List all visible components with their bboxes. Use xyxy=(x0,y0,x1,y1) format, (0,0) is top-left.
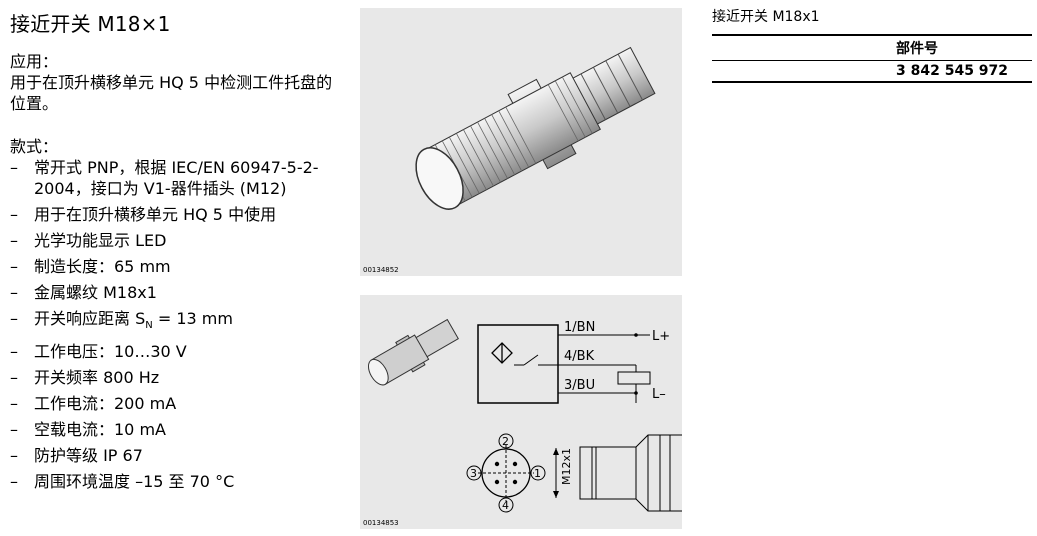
diamond-icon xyxy=(491,342,513,364)
sensor-symbol-box xyxy=(477,324,559,404)
pin-4-label: 4 xyxy=(502,499,509,512)
wiring-diagram-svg: 1/BN 4/BK 3/BU L+ L– 2 3 1 4 M12x1 0 xyxy=(363,318,682,527)
thread-label: M12x1 xyxy=(560,448,573,485)
table-row: 3 842 545 972 xyxy=(712,60,1032,83)
list-item: –开关频率 800 Hz xyxy=(10,368,160,388)
pin-3-label: 3 xyxy=(470,467,477,480)
list-item: –空载电流：10 mA xyxy=(10,420,166,440)
table-header: 部件号 xyxy=(712,34,1032,61)
list-item: –工作电压：10…30 V xyxy=(10,342,187,362)
list-item: –制造长度：65 mm xyxy=(10,257,171,276)
order-info: 接近开关 M18x1 部件号 3 842 545 972 xyxy=(712,6,1032,83)
list-item: –金属螺纹 M18x1 xyxy=(10,283,157,302)
small-sensor-icon xyxy=(367,318,459,386)
wire-1-label: 1/BN xyxy=(564,320,595,335)
list-item: –常开式 PNP，根据 IEC/EN 60947-5-2-2004，接口为 V1… xyxy=(10,158,319,198)
list-item: –工作电流：200 mA xyxy=(10,394,177,414)
part-number-table: 部件号 3 842 545 972 xyxy=(712,34,1032,83)
application-heading: 应用： xyxy=(10,52,59,71)
list-item: –光学功能显示 LED xyxy=(10,231,167,250)
diagram-code: 00134853 xyxy=(363,519,399,527)
application-text: 用于在顶升横移单元 HQ 5 中检测工件托盘的位置。 xyxy=(10,73,333,113)
minus-label: L– xyxy=(652,387,666,402)
proximity-sensor-illustration: 00134852 xyxy=(363,46,656,274)
plus-label: L+ xyxy=(652,329,670,344)
product-name: 接近开关 M18x1 xyxy=(712,9,820,25)
part-number: 3 842 545 972 xyxy=(712,60,1032,83)
pin-1-label: 1 xyxy=(534,467,541,480)
wiring-diagram: 1/BN 4/BK 3/BU L+ L– 2 3 1 4 M12x1 0 xyxy=(360,295,682,529)
wire-2-label: 4/BK xyxy=(564,349,595,364)
design-heading: 款式： xyxy=(10,137,59,156)
wire-3-label: 3/BU xyxy=(564,378,595,393)
list-item: –防护等级 IP 67 xyxy=(10,446,143,466)
photo-code: 00134852 xyxy=(363,266,399,274)
feature-list: –常开式 PNP，根据 IEC/EN 60947-5-2-2004，接口为 V1… xyxy=(10,157,350,492)
pin-2-label: 2 xyxy=(502,435,509,448)
table-header-row: 部件号 xyxy=(712,34,1032,61)
list-item: –周围环境温度 –15 至 70 °C xyxy=(10,472,235,492)
list-item: –开关响应距离 SN = 13 mm xyxy=(10,309,233,332)
sensor-photo: 00134852 xyxy=(360,8,682,276)
page-title: 接近开关 M18×1 xyxy=(10,12,171,36)
list-item: –用于在顶升横移单元 HQ 5 中使用 xyxy=(10,205,277,224)
description-column: 接近开关 M18×1 应用： 用于在顶升横移单元 HQ 5 中检测工件托盘的位置… xyxy=(10,8,350,497)
